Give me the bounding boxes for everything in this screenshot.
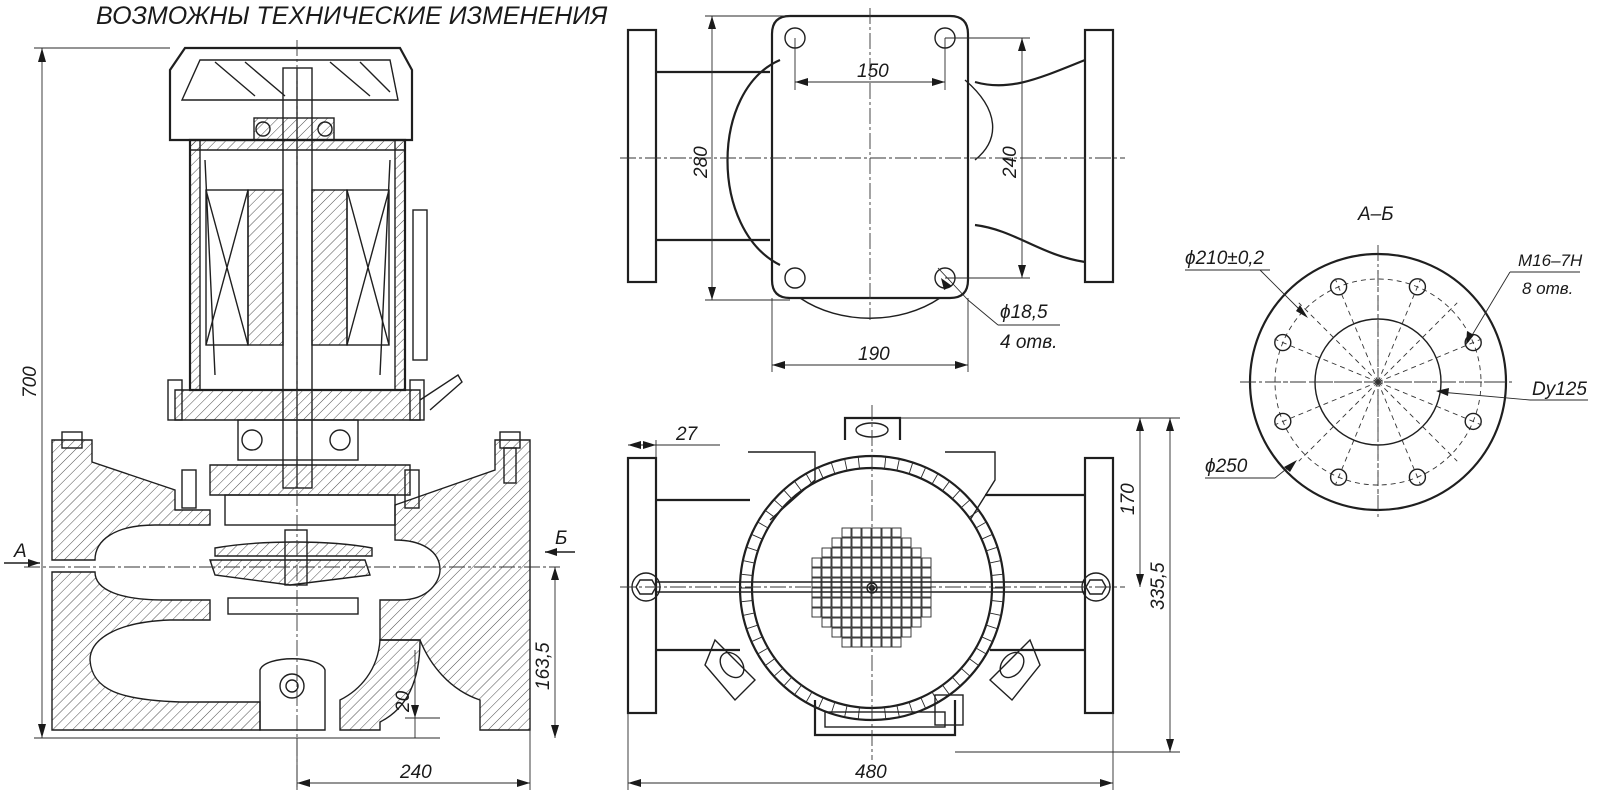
dim-240-bottom: 240: [399, 762, 432, 783]
flange-view-title: А–Б: [1357, 204, 1394, 225]
front-view: 27 170 335,5 480: [620, 405, 1180, 790]
top-view: 150 280 240 190 ϕ18,5 4 отв.: [620, 8, 1125, 372]
dim-170: 170: [1118, 483, 1139, 515]
dim-240-top: 240: [1000, 146, 1021, 179]
section-view: 700: [4, 40, 575, 790]
hole-diameter-label: ϕ18,5: [1000, 302, 1048, 323]
outer-diameter-label: ϕ250: [1205, 456, 1248, 477]
nominal-diameter-label: Dy125: [1532, 379, 1587, 400]
dim-150: 150: [857, 61, 889, 82]
dim-27: 27: [675, 424, 699, 445]
bolt-circle-label: ϕ210±0,2: [1185, 248, 1265, 269]
fan-grille: [811, 527, 932, 648]
dim-190: 190: [858, 344, 890, 365]
thread-count-label: 8 отв.: [1522, 279, 1573, 298]
tech-changes-notice: ВОЗМОЖНЫ ТЕХНИЧЕСКИЕ ИЗМЕНЕНИЯ: [96, 2, 608, 30]
flange-view: А–Б ϕ210±0,2 M16–7H 8 отв. Dy125 ϕ250: [1185, 204, 1588, 520]
dim-480: 480: [855, 762, 887, 783]
hole-count-label: 4 отв.: [1000, 332, 1057, 353]
dim-163-5: 163,5: [533, 642, 554, 690]
section-marker-a: А: [13, 541, 27, 562]
thread-label: M16–7H: [1518, 251, 1583, 270]
dim-335-5: 335,5: [1148, 562, 1169, 610]
dim-700: 700: [20, 366, 41, 398]
dim-20: 20: [393, 690, 414, 713]
section-marker-b: Б: [555, 528, 567, 549]
dim-280: 280: [691, 146, 712, 179]
